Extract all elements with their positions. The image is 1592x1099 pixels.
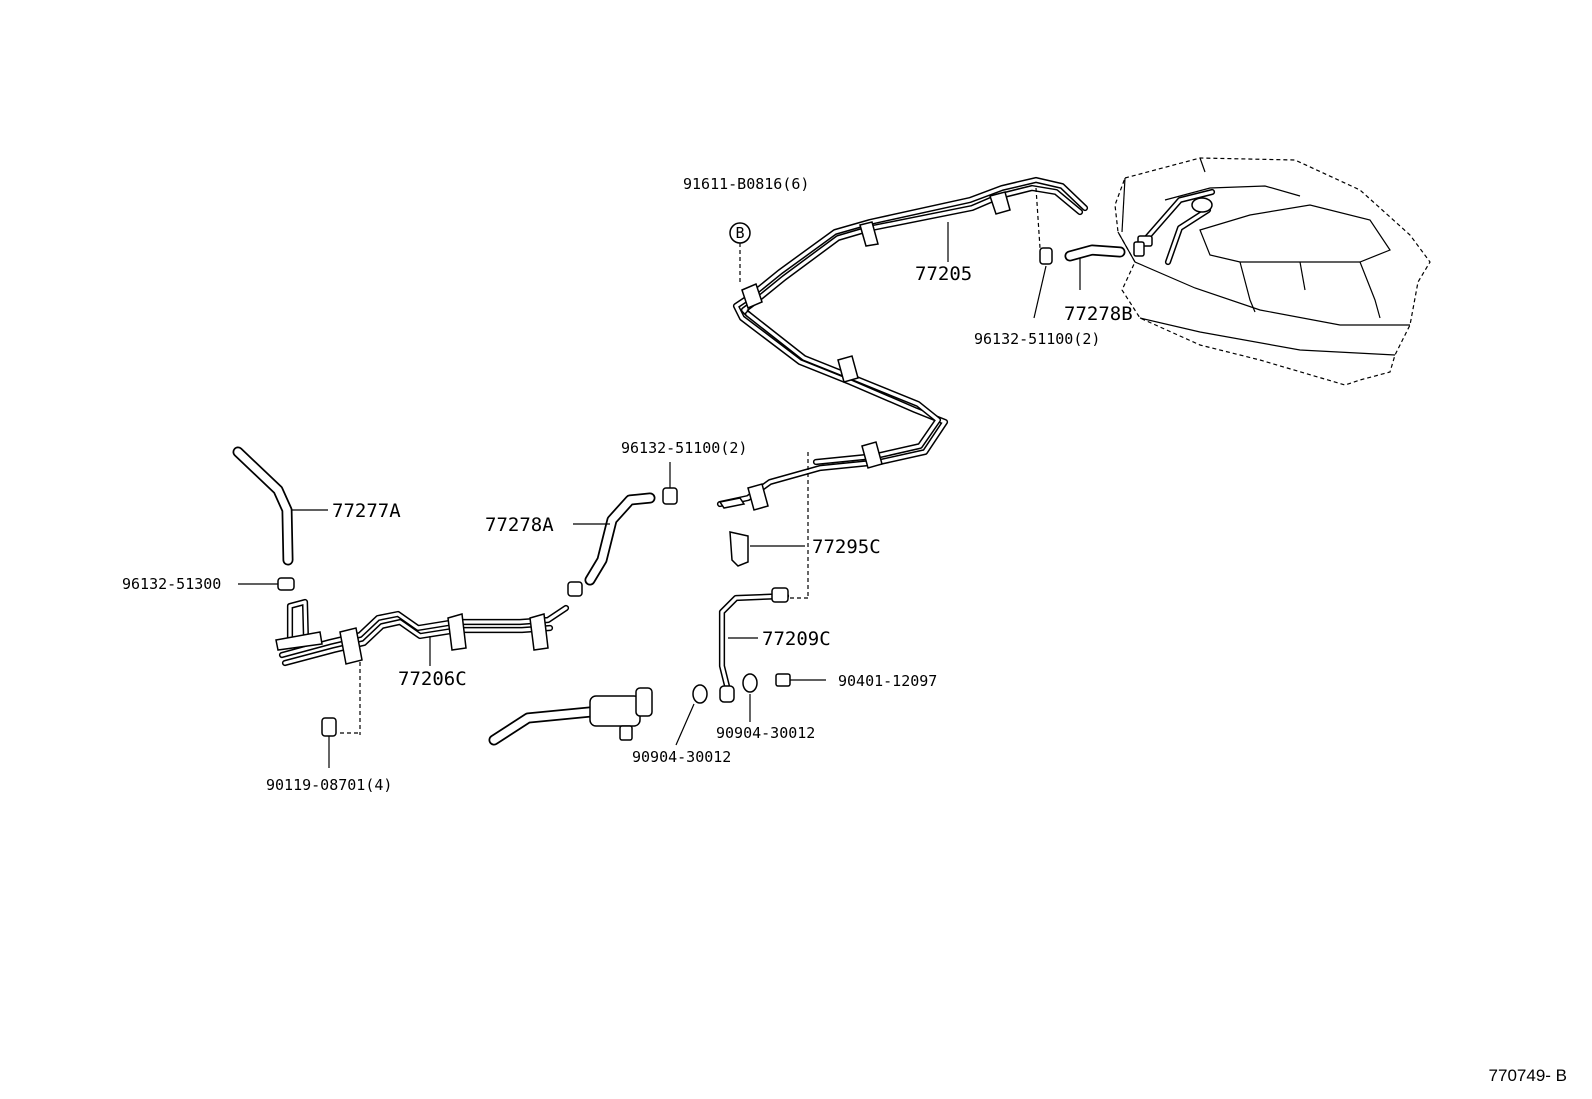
label-96132-51100-right: 96132-51100(2) xyxy=(974,330,1100,348)
label-90401-12097: 90401-12097 xyxy=(838,672,937,690)
gasket-90904-right xyxy=(742,673,758,722)
part-labels: 91611-B0816(6) 77205 77278B 96132-51100(… xyxy=(122,175,1133,794)
hose-77277a xyxy=(232,446,328,566)
hose-77278b-end-clamp xyxy=(1133,241,1145,257)
bolt-90119-08701 xyxy=(321,662,361,768)
clamp-96132-51300-icon xyxy=(277,577,295,591)
label-77206c: 77206C xyxy=(398,668,467,690)
label-77278b: 77278B xyxy=(1064,303,1133,325)
clamp-96132-51100-middle-icon xyxy=(662,487,678,505)
clamp-96132-51100-right-icon xyxy=(1039,247,1053,265)
tube-77206c xyxy=(275,598,570,667)
clamp-96132-51300 xyxy=(238,577,295,591)
gasket-90904-left xyxy=(675,684,708,746)
label-77209c: 77209C xyxy=(762,628,831,650)
plug-90401-12097 xyxy=(775,673,826,687)
hose-77278a-clamp-icon xyxy=(567,581,583,597)
tube-77205 xyxy=(716,176,1089,511)
label-77278a: 77278A xyxy=(485,514,554,536)
document-id: 770749- B xyxy=(1489,1066,1567,1085)
bolt-marker-b: B xyxy=(729,222,751,282)
label-90904-30012-left: 90904-30012 xyxy=(632,748,731,766)
label-96132-51300: 96132-51300 xyxy=(122,575,221,593)
label-91611-b0816: 91611-B0816(6) xyxy=(683,175,809,193)
label-77205: 77205 xyxy=(915,263,972,285)
label-90119-08701: 90119-08701(4) xyxy=(266,776,392,794)
label-77295c: 77295C xyxy=(812,536,881,558)
marker-b-letter: B xyxy=(735,224,744,242)
label-90904-30012-right: 90904-30012 xyxy=(716,724,815,742)
tube-77209c xyxy=(718,587,790,703)
bracket-77295c xyxy=(729,452,809,599)
hose-77278b xyxy=(1033,187,1145,319)
fuel-tank xyxy=(1114,157,1431,386)
label-96132-51100-middle: 96132-51100(2) xyxy=(621,439,747,457)
hose-77278a xyxy=(567,462,678,597)
vapor-canister-valve xyxy=(488,687,653,746)
label-77277a: 77277A xyxy=(332,500,401,522)
